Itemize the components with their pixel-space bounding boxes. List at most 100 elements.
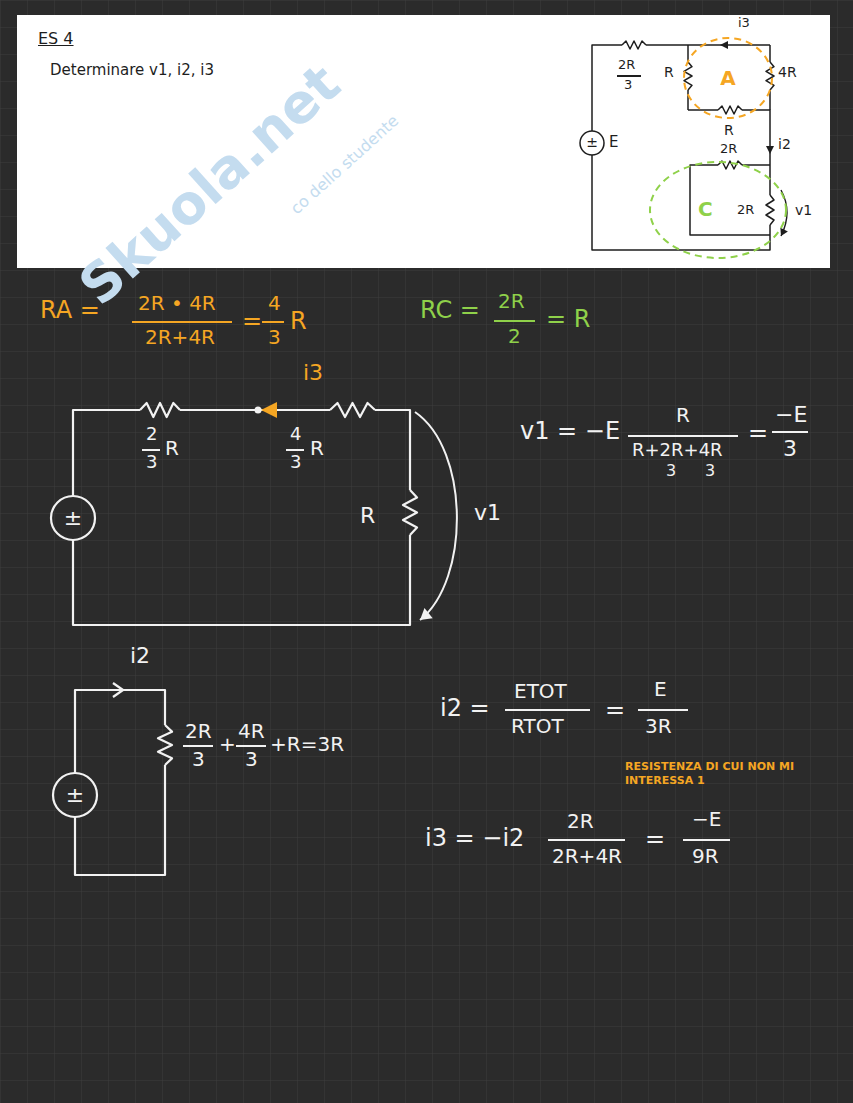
arrow-head [720, 41, 728, 49]
resistor-symbol [766, 62, 774, 90]
dashed-ellipse [650, 162, 786, 258]
dashed-ellipse [684, 38, 772, 118]
resistor-value: R [360, 503, 375, 528]
fraction-bar [683, 839, 730, 841]
wire [75, 765, 165, 875]
wire [688, 109, 718, 111]
equation-term: 9R [692, 845, 719, 868]
note: RESISTENZA DI CUI NON MI INTERESSA 1 [625, 760, 800, 788]
resistor-symbol [140, 403, 180, 417]
equation-term: +R=3R [270, 733, 344, 756]
equation-term: 3 [245, 748, 258, 771]
current-name: i3 [303, 360, 323, 385]
resistor-symbol [158, 725, 172, 765]
fraction-bar [548, 839, 625, 841]
arrow-head [261, 402, 277, 418]
fraction-bar [142, 449, 160, 451]
source-sign: ± [64, 505, 82, 530]
arrow-head [766, 146, 774, 154]
arrow-head [780, 228, 788, 236]
voltage-source [51, 496, 95, 540]
wire [375, 410, 410, 490]
equation-term: i2 = [440, 695, 490, 723]
wire [742, 110, 770, 165]
equation-term: 3 [268, 326, 281, 349]
equation-term: v1 = −E [520, 418, 620, 446]
equation-term: = [645, 826, 665, 854]
equation-term: 4 [268, 292, 281, 315]
equation-term: 3 [705, 462, 715, 480]
equation-term: RTOT [511, 715, 564, 738]
resistor-value: R [310, 437, 324, 460]
source-name: E [609, 134, 618, 151]
wire [592, 45, 622, 131]
junction-dot [255, 407, 262, 414]
resistor-value: R [664, 64, 674, 80]
resistor-value: 3 [146, 452, 157, 473]
source-sign: ± [586, 134, 598, 150]
equation-term: 2 [508, 325, 521, 348]
region-label: A [720, 67, 735, 90]
fraction-bar [772, 431, 808, 433]
wire [592, 155, 770, 250]
equation-term: 2R [498, 290, 525, 313]
voltage-name: v1 [795, 202, 812, 218]
resistor-value: 3 [624, 78, 632, 93]
resistor-value: 2R [720, 142, 737, 157]
fraction-bar [262, 321, 284, 323]
equation-term: ETOT [514, 680, 567, 703]
equation-term: + [219, 733, 236, 756]
source-sign: ± [66, 782, 84, 807]
fraction-bar [132, 321, 232, 323]
resistor-symbol [718, 106, 742, 114]
equation-term: RC = [420, 297, 480, 325]
equation-term: R [290, 308, 307, 336]
equation-term: = R [546, 306, 590, 334]
wire [73, 410, 140, 496]
wire [690, 165, 770, 235]
resistor-value: 4 [290, 424, 301, 445]
current-name: i2 [130, 643, 150, 668]
resistor-symbol [330, 403, 375, 417]
wire [75, 690, 165, 773]
fraction-bar [494, 320, 535, 322]
wire [73, 535, 410, 625]
fraction-bar [505, 709, 590, 711]
equation-term: 2R+4R [145, 326, 215, 349]
region-label: C [698, 198, 713, 221]
resistor-symbol [622, 41, 646, 49]
equation-term: i3 = −i2 [425, 825, 524, 853]
fraction-bar [617, 75, 641, 77]
region-circle: A [682, 36, 774, 120]
resistor-symbol [403, 490, 417, 535]
resistor-value: 2R [618, 58, 635, 73]
wire [769, 45, 771, 62]
equation-term: 3 [783, 436, 797, 461]
resistor-value: 2R [737, 203, 754, 218]
equation-term: 2R [185, 720, 212, 743]
voltage-source [53, 773, 97, 817]
region-circle: C [648, 160, 788, 260]
equation-term: R [676, 404, 690, 427]
equation-term: −E [775, 402, 807, 427]
equation-term: RA = [40, 297, 100, 325]
equation-term: = [748, 420, 768, 448]
fraction-bar [183, 745, 213, 747]
exercise-prompt: Determinare v1, i2, i3 [50, 62, 214, 79]
resistor-value: 4R [778, 64, 797, 80]
equation-term: 3 [666, 462, 676, 480]
exercise-title: ES 4 [38, 30, 74, 48]
resistor-value: R [724, 122, 734, 138]
equation-term: R+2R+4R [632, 440, 723, 461]
resistor-value: 2 [146, 424, 157, 445]
equation-term: 3 [192, 748, 205, 771]
voltage-name: v1 [474, 500, 501, 525]
region-outline [648, 160, 788, 260]
equation-term: 2R [567, 810, 594, 833]
resistor-value: 3 [290, 452, 301, 473]
wire [687, 90, 689, 110]
